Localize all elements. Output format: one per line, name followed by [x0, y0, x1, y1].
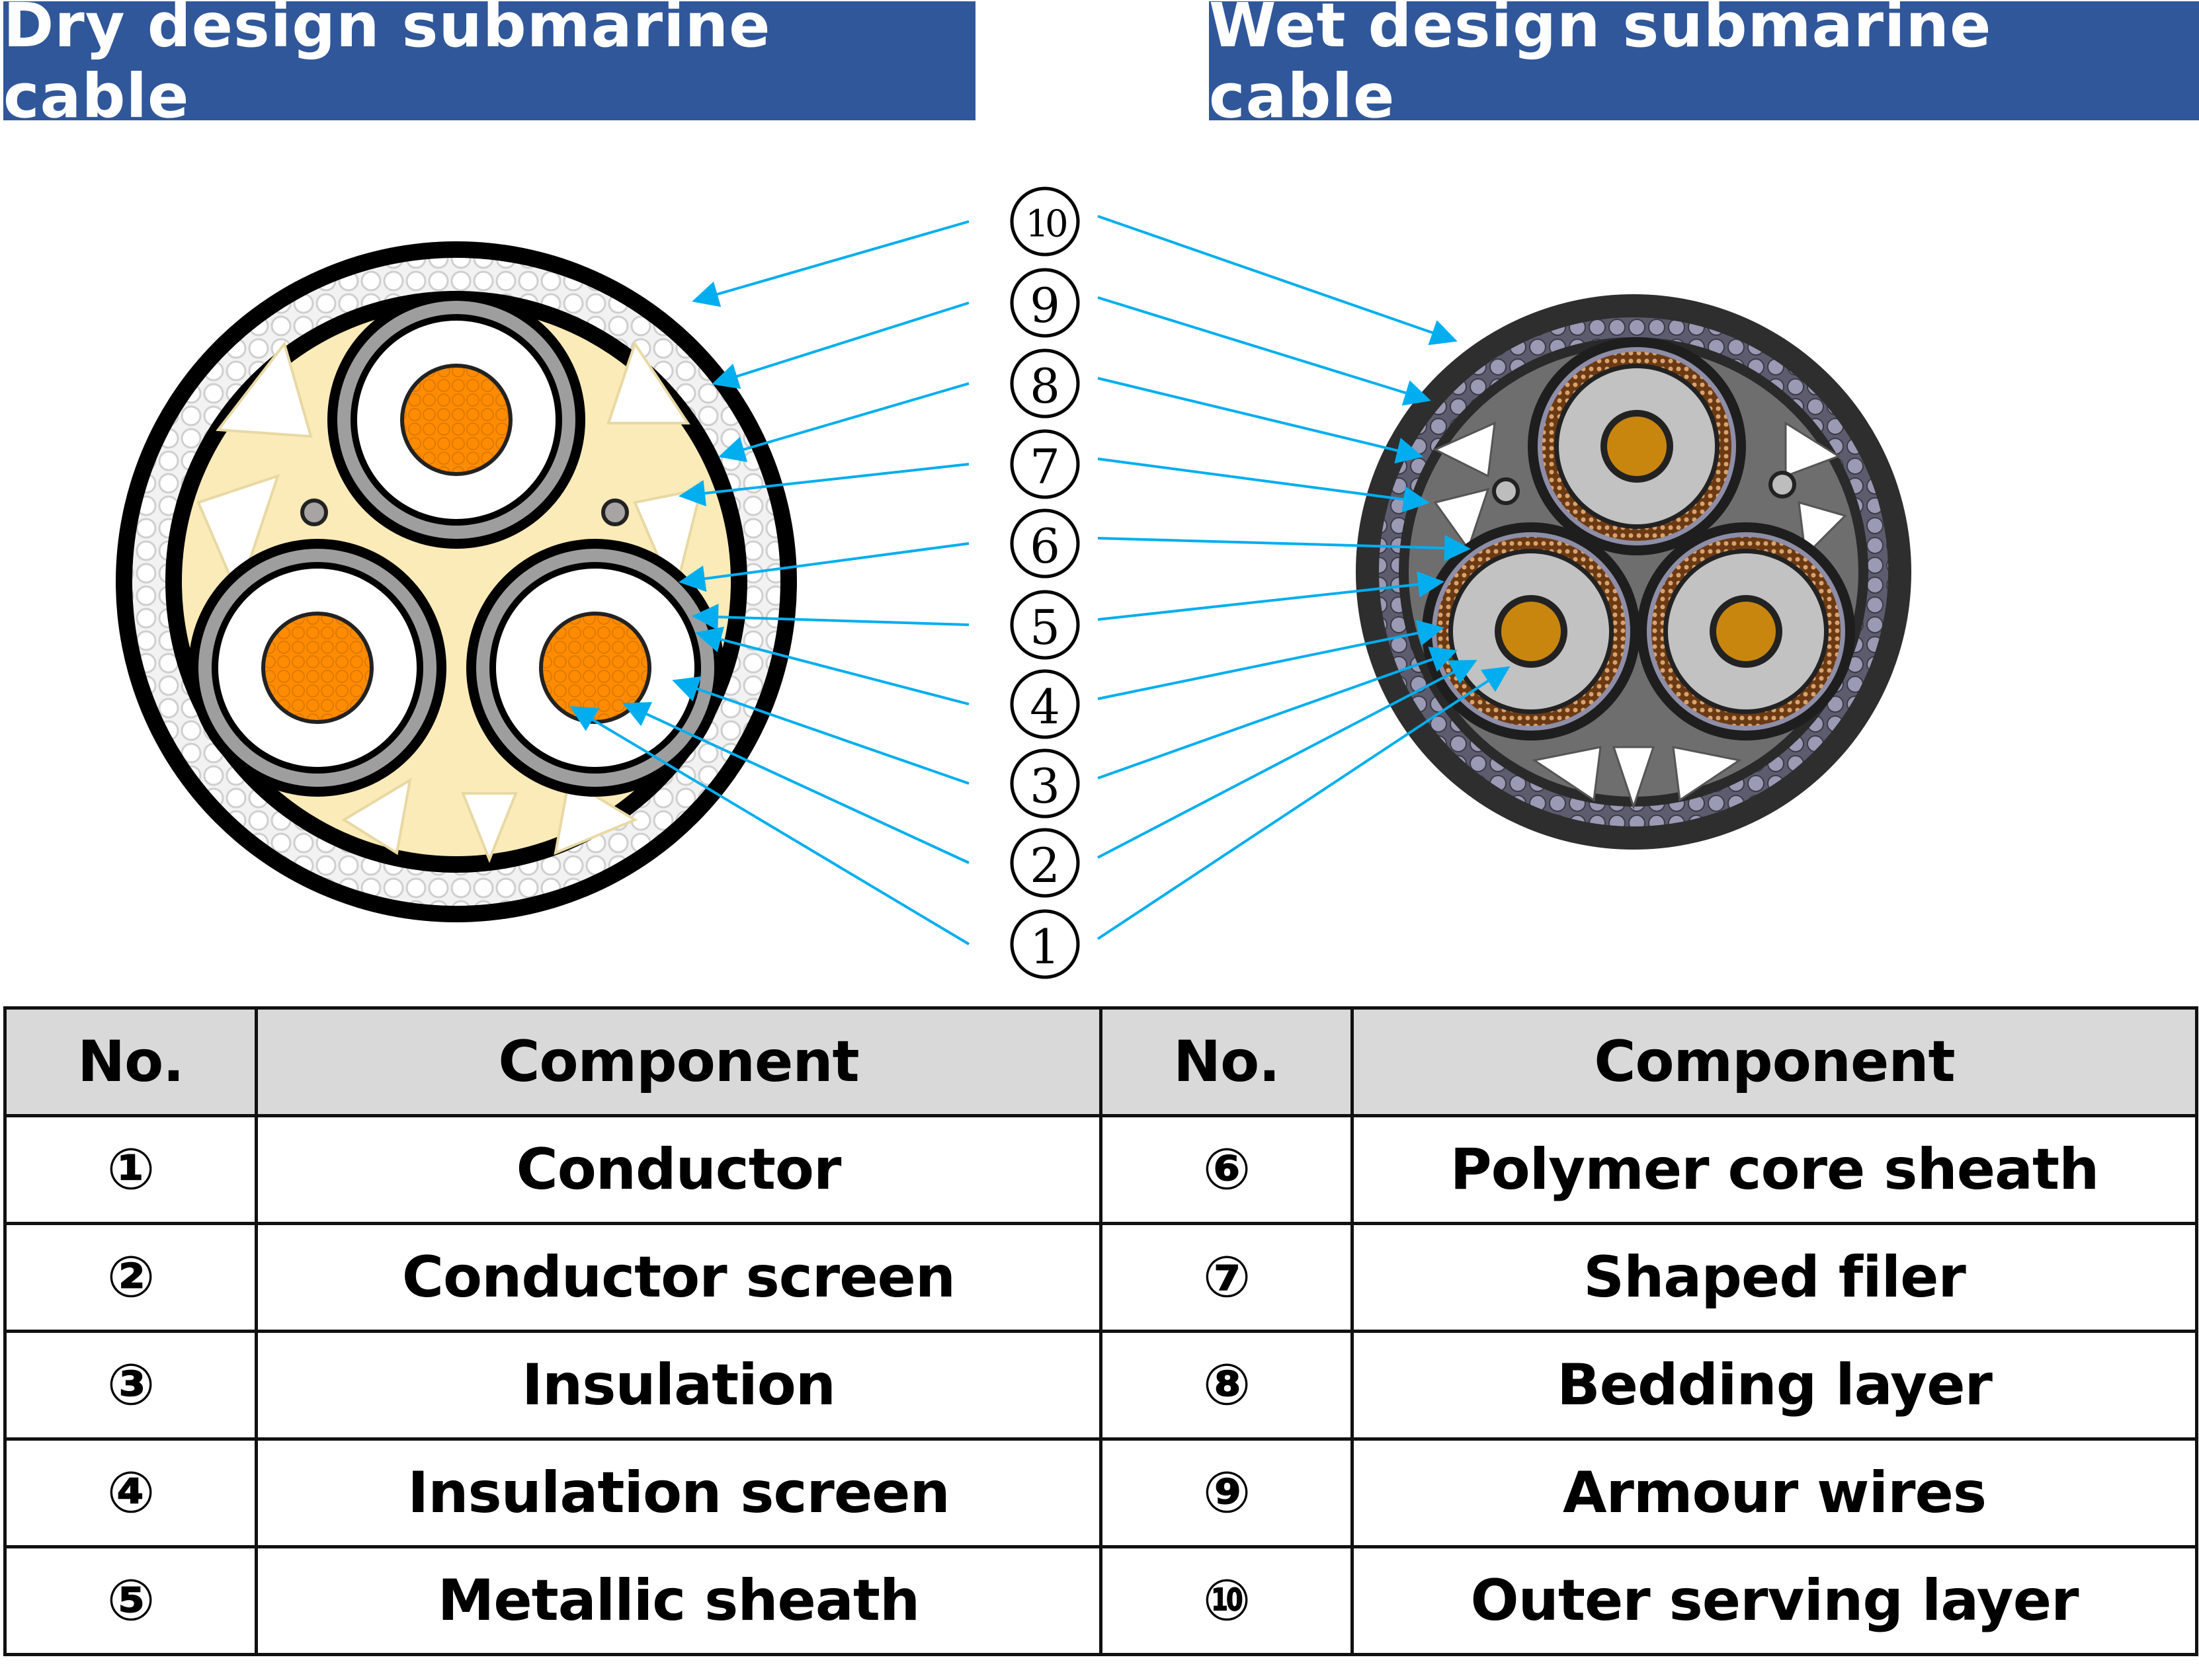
row-component: Armour wires [1350, 1437, 2198, 1548]
row-number: ① [3, 1114, 258, 1225]
callout-6-circle [1010, 508, 1080, 579]
dry-core-right [466, 539, 724, 797]
callout-group: 10 9 8 7 6 5 4 3 2 1 [1010, 186, 1080, 979]
wet-filler-voids [1432, 421, 1847, 810]
dry-filler-voids [196, 340, 703, 863]
table-row: ② Conductor screen ⑦ Shaped filer [3, 1222, 2198, 1333]
leader-lines [569, 215, 1511, 945]
dry-fiber-element [300, 499, 328, 526]
leader-line-dry-2 [622, 701, 970, 864]
leader-line-dry-1 [569, 705, 970, 945]
callout-4-circle [1010, 669, 1080, 739]
leader-line-wet-1 [1097, 666, 1511, 940]
callout-7-circle [1010, 429, 1080, 499]
row-number: ② [3, 1222, 258, 1333]
table-header-row: No. Component No. Component [3, 1006, 2198, 1117]
callout-2-label: 2 [1030, 838, 1060, 893]
table-row: ③ Insulation ⑧ Bedding layer [3, 1330, 2198, 1441]
leader-line-dry-3 [672, 676, 970, 785]
header-no-right: No. [1099, 1006, 1354, 1117]
row-component: Conductor screen [255, 1222, 1102, 1333]
dry-core-top [327, 291, 585, 549]
row-component: Shaped filer [1350, 1222, 2198, 1333]
wet-fiber-element [1768, 471, 1796, 499]
callout-8-circle [1010, 348, 1080, 419]
leader-line-wet-9 [1097, 296, 1431, 406]
row-number: ③ [3, 1330, 258, 1441]
leader-line-wet-4 [1097, 620, 1444, 700]
row-number: ⑤ [3, 1545, 258, 1656]
leader-line-dry-9 [712, 301, 970, 389]
table-row: ① Conductor ⑥ Polymer core sheath [3, 1114, 2198, 1225]
callout-9-label: 9 [1030, 278, 1060, 333]
callout-5-circle [1010, 590, 1080, 660]
callout-10-circle [1010, 186, 1080, 257]
callout-10-label: 10 [1025, 203, 1066, 246]
table-row: ⑤ Metallic sheath ⑩ Outer serving layer [3, 1545, 2198, 1656]
callout-4-label: 4 [1030, 679, 1060, 735]
header-no-left: No. [3, 1006, 258, 1117]
leader-line-wet-7 [1097, 458, 1430, 513]
leader-line-dry-10 [692, 220, 970, 307]
callout-7-label: 7 [1030, 439, 1060, 495]
row-number: ⑨ [1099, 1437, 1354, 1548]
callout-2-circle [1010, 828, 1080, 898]
callout-8-label: 8 [1030, 358, 1060, 414]
wet-cable-cross-section [1356, 294, 1911, 850]
leader-line-dry-5 [692, 604, 970, 631]
row-component: Insulation [255, 1330, 1102, 1441]
wet-core-left [1422, 522, 1640, 740]
dry-design-title: Dry design submarine cable [3, 0, 975, 132]
callout-9-circle [1010, 268, 1080, 338]
header-component-left: Component [255, 1006, 1102, 1117]
leader-line-dry-6 [679, 542, 970, 592]
row-number: ④ [3, 1437, 258, 1548]
row-number: ⑩ [1099, 1545, 1354, 1656]
callout-3-label: 3 [1030, 758, 1060, 814]
row-number: ⑧ [1099, 1330, 1354, 1441]
wet-core-right [1637, 522, 1855, 740]
dry-cable-cross-section [116, 241, 797, 922]
leader-line-wet-3 [1097, 647, 1458, 780]
table-row: ④ Insulation screen ⑨ Armour wires [3, 1437, 2198, 1548]
leader-line-wet-6 [1097, 534, 1471, 561]
leader-line-wet-2 [1097, 660, 1477, 859]
row-component: Metallic sheath [255, 1545, 1102, 1656]
callout-5-label: 5 [1030, 600, 1060, 655]
wet-core-top [1528, 337, 1746, 555]
row-component: Polymer core sheath [1350, 1114, 2198, 1225]
leader-line-wet-10 [1097, 215, 1458, 346]
row-component: Insulation screen [255, 1437, 1102, 1548]
row-component: Outer serving layer [1350, 1545, 2198, 1656]
row-number: ⑥ [1099, 1114, 1354, 1225]
header-component-right: Component [1350, 1006, 2198, 1117]
callout-3-circle [1010, 748, 1080, 819]
dry-fiber-element [601, 499, 629, 526]
component-table: No. Component No. Component ① Conductor … [3, 1006, 2198, 1656]
callout-1-circle [1010, 909, 1080, 979]
leader-line-dry-7 [679, 463, 970, 506]
row-component: Bedding layer [1350, 1330, 2198, 1441]
cable-diagram: 10 9 8 7 6 5 4 3 2 1 [116, 186, 1911, 979]
callout-1-label: 1 [1030, 919, 1060, 975]
row-component: Conductor [255, 1114, 1102, 1225]
callout-6-label: 6 [1030, 518, 1060, 574]
row-number: ⑦ [1099, 1222, 1354, 1333]
dry-core-left [188, 539, 446, 797]
leader-line-dry-8 [718, 382, 970, 463]
leader-line-dry-4 [695, 626, 970, 705]
leader-line-wet-8 [1097, 377, 1423, 463]
wet-fiber-element [1492, 477, 1520, 505]
wet-design-title: Wet design submarine cable [1209, 0, 2199, 132]
leader-line-wet-5 [1097, 571, 1444, 621]
